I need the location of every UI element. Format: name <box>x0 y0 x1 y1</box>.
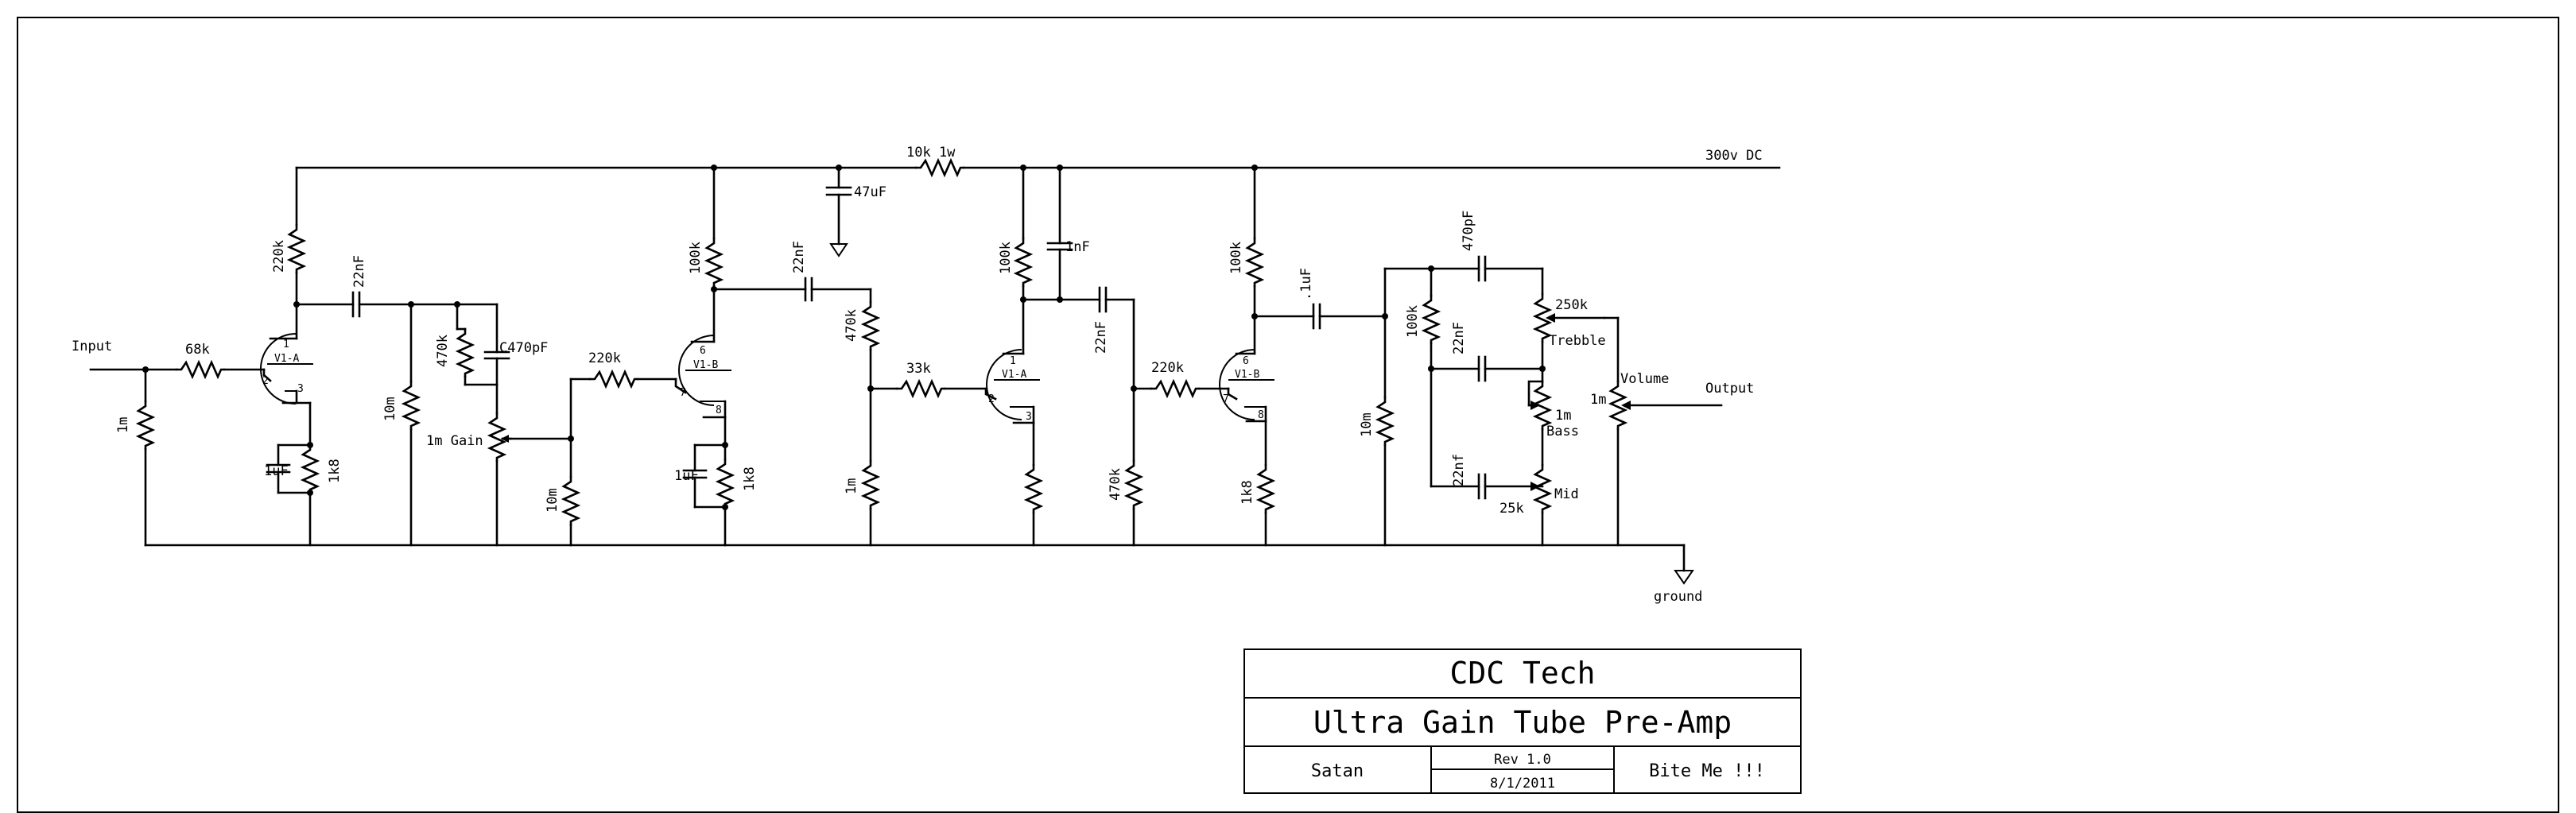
stage1-pin-grid: 2 <box>262 375 269 387</box>
stage4-coupling-cap-label: .1uF <box>1298 268 1314 300</box>
title-date: 8/1/2011 <box>1490 776 1555 792</box>
tone-grid-leak-label: 10m <box>1359 412 1375 437</box>
input-label: Input <box>72 339 112 354</box>
stage3-pin-plate: 1 <box>1010 355 1016 367</box>
stage4-plate-resistor-label: 100k <box>1228 242 1244 274</box>
volume-label: Volume <box>1620 371 1669 387</box>
stage1-cathode-resistor-label: 1k8 <box>327 459 343 483</box>
stage2-pin-grid: 7 <box>680 387 686 399</box>
title-block: CDC Tech Ultra Gain Tube Pre-Amp Satan R… <box>1243 648 1802 794</box>
stage4-grid-stopper-label: 220k <box>1151 360 1184 376</box>
stage3-pin-grid: 2 <box>988 393 995 405</box>
gain-bright-resistor-label: 470k <box>435 335 451 367</box>
stage2-pin-plate: 6 <box>700 345 706 357</box>
volume-pot-label: 1m <box>1590 392 1606 408</box>
tone-bass-pot-label: 1m <box>1555 408 1571 424</box>
input-series-resistor-label: 68k <box>185 342 210 358</box>
tone-treble-cap-label: 470pF <box>1461 211 1476 251</box>
stage1-plate-resistor-label: 220k <box>271 240 287 273</box>
tone-bass-label: Bass <box>1546 424 1579 439</box>
stage1-coupling-cap-label: 22nF <box>351 255 367 288</box>
title-company: CDC Tech <box>1449 656 1595 691</box>
stage4-tube <box>1219 349 1255 420</box>
tone-treble-pot-label: 250k <box>1555 297 1588 313</box>
gain-pot-label: 1m Gain <box>426 433 483 449</box>
input-grid-resistor-label: 1m <box>115 417 131 433</box>
stage3: 470k 1m 33k 100k 1nF V1-A 1 2 3 <box>844 166 1143 547</box>
title-name: Ultra Gain Tube Pre-Amp <box>1313 705 1732 740</box>
output-label: Output <box>1705 381 1754 397</box>
filter-cap-label: 47uF <box>854 184 886 200</box>
stage1: 220k V1-A 1 2 3 1uF 1k8 22nF <box>260 166 459 547</box>
stage2-cathode-cap-label: 1uF <box>674 468 699 484</box>
title-author: Satan <box>1311 761 1364 781</box>
stage3-tube-label: V1-A <box>1002 369 1026 381</box>
stage3-pin-cathode: 3 <box>1026 411 1032 423</box>
gain-grid-stopper-label: 220k <box>588 350 621 366</box>
tone-slope-resistor-label: 100k <box>1405 305 1421 338</box>
stage2-tube-label: V1-B <box>693 359 718 371</box>
gain-shunt-resistor-label: 10m <box>382 397 398 421</box>
stage3-tube <box>986 349 1022 420</box>
stage3-grid-stopper-label: 33k <box>906 361 931 377</box>
stage1-tube-label: V1-A <box>274 353 299 365</box>
tonestack: 10m 470pF 100k 22nF 22nf 250k Trebble <box>1359 211 1754 547</box>
stage1-tube <box>260 333 297 405</box>
gain-section: 10m 470k C470pF 1m Gain 220k 10m <box>382 301 677 547</box>
stage2-tube <box>678 335 715 406</box>
stage2-pin-cathode: 8 <box>716 405 722 416</box>
supply-voltage-label: 300v DC <box>1705 148 1763 164</box>
dropper-resistor-label: 10k 1w <box>906 145 956 161</box>
drawing-border <box>17 17 2559 813</box>
stage2-coupling-cap-label: 22nF <box>791 241 807 273</box>
tone-mid-pot-label: 25k <box>1499 501 1524 517</box>
stage3-coupling-cap-label: 22nF <box>1093 321 1109 354</box>
title-revision: Rev 1.0 <box>1494 752 1551 768</box>
ground-rail: ground <box>144 544 1702 605</box>
supply-rail: 300v DC 10k 1w <box>295 145 1781 176</box>
stage4-cathode-resistor-label: 1k8 <box>1240 480 1255 505</box>
gain-bright-cap-label: C470pF <box>499 340 548 356</box>
stage1-pin-plate: 1 <box>283 339 289 350</box>
gain-grid-leak-label: 10m <box>545 488 561 513</box>
tone-treble-label: Trebble <box>1549 333 1606 349</box>
stage2-cathode-resistor-label: 1k8 <box>742 467 758 491</box>
stage4-pin-plate: 6 <box>1243 355 1249 367</box>
tone-mid-label: Mid <box>1554 486 1579 502</box>
tone-bass-cap-label: 22nF <box>1451 322 1467 354</box>
stage2: 100k V1-B 6 7 8 1uF 1k8 22nF <box>674 166 872 547</box>
stage2-plate-resistor-label: 100k <box>688 242 704 274</box>
stage3-plate-resistor-label: 100k <box>998 242 1014 274</box>
stage3-bypass-cap-label: 1nF <box>1065 239 1090 255</box>
stage3-grid-leak-label: 470k <box>1108 468 1123 501</box>
ground-label: ground <box>1654 589 1702 605</box>
filter-capacitor: 47uF <box>825 166 886 257</box>
stage3-divider-top-label: 470k <box>844 309 859 342</box>
stage4-pin-grid: 7 <box>1223 393 1229 405</box>
tone-mid-cap-label: 22nf <box>1451 454 1467 486</box>
title-note: Bite Me !!! <box>1649 761 1765 781</box>
stage1-pin-cathode: 3 <box>297 383 304 395</box>
stage3-divider-bottom-label: 1m <box>844 478 859 494</box>
input-section: Input 68k 1m <box>72 339 266 547</box>
stage4-pin-cathode: 8 <box>1258 409 1264 421</box>
stage4-tube-label: V1-B <box>1235 369 1259 381</box>
stage4: 220k 100k V1-B 6 7 8 1k8 .1uF <box>1132 166 1387 547</box>
stage1-cathode-cap-label: 1uF <box>264 463 289 479</box>
